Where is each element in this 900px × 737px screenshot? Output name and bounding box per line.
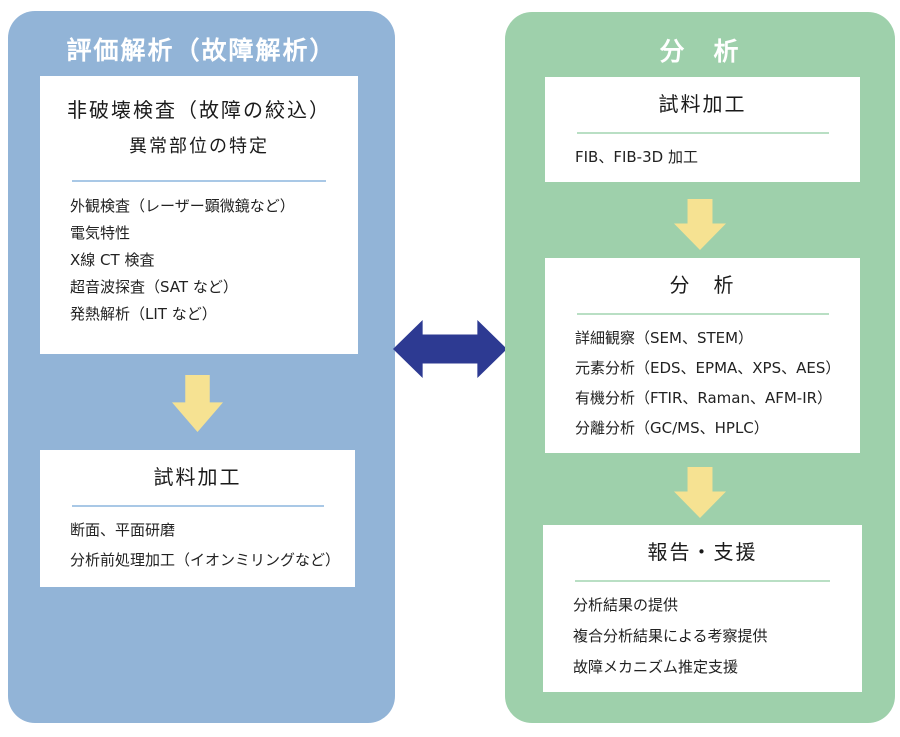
list-item: 超音波探査（SAT など） [70, 278, 238, 296]
list-item: 詳細観察（SEM、STEM） [575, 329, 754, 347]
evaluation-analysis-panel: 評価解析（故障解析） 非破壊検査（故障の絞込） 異常部位の特定 外観検査（レーザ… [8, 11, 395, 723]
list-item: 故障メカニズム推定支援 [573, 658, 739, 676]
analysis-method-list: 詳細観察（SEM、STEM） 元素分析（EDS、EPMA、XPS、AES） 有機… [545, 323, 860, 443]
list-item: 分析結果の提供 [573, 596, 679, 614]
divider [576, 313, 829, 315]
list-item: 断面、平面研磨 [70, 521, 176, 539]
list-item: X線 CT 検査 [70, 251, 155, 269]
list-item: 電気特性 [70, 224, 131, 242]
nondestructive-inspection-card: 非破壊検査（故障の絞込） 異常部位の特定 外観検査（レーザー顕微鏡など） 電気特… [40, 76, 358, 354]
divider [71, 505, 324, 507]
list-item: 複合分析結果による考察提供 [573, 627, 768, 645]
preparation-method-list: 断面、平面研磨 分析前処理加工（イオンミリングなど） [40, 515, 355, 575]
list-item: 分離分析（GC/MS、HPLC） [575, 419, 769, 437]
sample-preparation-card-left: 試料加工 断面、平面研磨 分析前処理加工（イオンミリングなど） [40, 450, 355, 587]
list-item: 有機分析（FTIR、Raman、AFM-IR） [575, 389, 833, 407]
inspection-method-list: 外観検査（レーザー顕微鏡など） 電気特性 X線 CT 検査 超音波探査（SAT … [40, 193, 358, 328]
card-subheading: 異常部位の特定 [129, 136, 269, 157]
bidirectional-arrow-icon [393, 320, 507, 378]
down-arrow-icon [172, 375, 223, 432]
evaluation-panel-title: 評価解析（故障解析） [66, 36, 337, 65]
list-item: 分析前処理加工（イオンミリングなど） [70, 551, 341, 569]
down-arrow-icon [674, 199, 726, 250]
analysis-panel-title: 分 析 [659, 37, 741, 66]
sample-preparation-card-right: 試料加工 FIB、FIB-3D 加工 [545, 77, 860, 182]
card-heading: 試料加工 [658, 92, 747, 116]
card-heading: 試料加工 [153, 465, 242, 489]
divider [71, 180, 327, 182]
divider [576, 132, 829, 134]
analysis-panel: 分 析 試料加工 FIB、FIB-3D 加工 分 析 詳細観察（SEM、STEM… [505, 12, 895, 723]
list-item: 発熱解析（LIT など） [70, 305, 217, 323]
card-heading: 分 析 [669, 273, 736, 297]
analysis-methods-card: 分 析 詳細観察（SEM、STEM） 元素分析（EDS、EPMA、XPS、AES… [545, 258, 860, 453]
card-heading: 報告・支援 [647, 540, 758, 564]
report-support-card: 報告・支援 分析結果の提供 複合分析結果による考察提供 故障メカニズム推定支援 [543, 525, 862, 692]
card-heading: 非破壊検査（故障の絞込） [67, 98, 331, 122]
list-item: FIB、FIB-3D 加工 [575, 148, 698, 166]
divider [574, 580, 831, 582]
fib-processing-list: FIB、FIB-3D 加工 [545, 142, 860, 172]
down-arrow-icon [674, 467, 726, 518]
list-item: 外観検査（レーザー顕微鏡など） [70, 197, 295, 215]
report-support-list: 分析結果の提供 複合分析結果による考察提供 故障メカニズム推定支援 [543, 590, 862, 683]
list-item: 元素分析（EDS、EPMA、XPS、AES） [575, 359, 841, 377]
